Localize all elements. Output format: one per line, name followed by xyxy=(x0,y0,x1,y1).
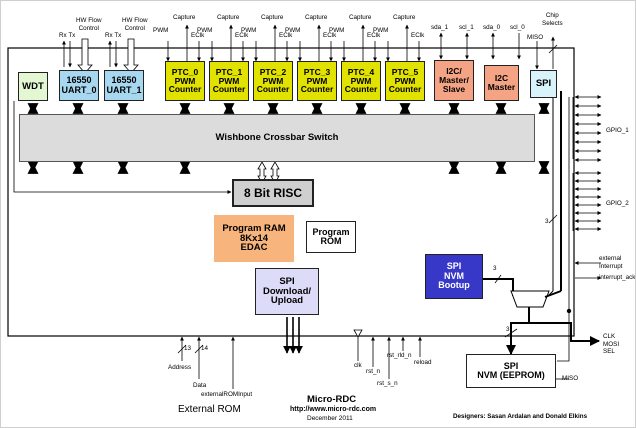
bus-width-label: 3 xyxy=(545,218,549,225)
uart0-hwflow-label: HW Flow Control xyxy=(76,17,102,32)
crossbar-risc-bus xyxy=(257,161,267,184)
mux-output-line xyxy=(506,307,530,355)
website-url: http://www.micro-rdc.com xyxy=(290,406,377,413)
uart-1-block: 16550 UART_1 xyxy=(104,70,144,101)
wdt-block: WDT xyxy=(18,72,48,101)
spi-miso-top-label: MISO xyxy=(527,34,544,41)
external-rom-input-label: externalROMInput xyxy=(201,391,253,398)
gpio2-label: GPIO_2 xyxy=(606,200,629,207)
gpio1-label: GPIO_1 xyxy=(606,127,629,134)
ptc0-pwm-label: PWM xyxy=(153,27,169,34)
ptc-pins xyxy=(166,24,421,62)
ptc3-capture-label: Capture xyxy=(305,14,328,21)
ptc-4-block: PTC_4 PWM Counter xyxy=(341,61,381,101)
i2c-master-slave-block: I2C/ Master/ Slave xyxy=(434,60,474,101)
designers-credit: Designers: Sasan Ardalan and Donald Elki… xyxy=(453,413,588,420)
mux-width-label: 3 xyxy=(506,326,510,333)
external-interrupt-label: external Interrupt xyxy=(599,255,623,270)
ptc5-capture-label: Capture xyxy=(393,14,416,21)
program-ram-block: Program RAM 8Kx14 EDAC xyxy=(214,215,294,262)
ptc5-eclk-label: EClk xyxy=(411,32,425,39)
miso-return-line xyxy=(557,97,570,362)
interrupt-ack-label: interrupt_ack xyxy=(599,274,636,281)
ptc3-pwm-label: PWM xyxy=(285,27,301,34)
ptc-3-block: PTC_3 PWM Counter xyxy=(297,61,337,101)
uart1-hwflow-bus xyxy=(123,38,139,74)
uart1-rxtx-label: Rx Tx xyxy=(105,32,122,39)
scl1-label: scl_1 xyxy=(459,24,474,31)
ptc2-eclk-label: EClk xyxy=(279,32,293,39)
ptc2-capture-label: Capture xyxy=(261,14,284,21)
ptc0-eclk-label: EClk xyxy=(191,32,205,39)
sda1-label: sda_1 xyxy=(431,24,449,31)
ptc4-pwm-label: PWM xyxy=(329,27,345,34)
uart-0-block: 16550 UART_0 xyxy=(59,70,99,101)
ptc-2-block: PTC_2 PWM Counter xyxy=(253,61,293,101)
spi-mux xyxy=(510,290,550,308)
ptc3-eclk-label: EClk xyxy=(323,32,337,39)
data-label: Data xyxy=(193,382,207,389)
gpio-arrows xyxy=(574,95,602,231)
spi-nvm-bootup-block: SPI NVM Bootup xyxy=(425,254,483,299)
ptc4-capture-label: Capture xyxy=(349,14,372,21)
peripheral-bus-arrows xyxy=(27,102,550,174)
external-rom-label: External ROM xyxy=(178,404,241,415)
data-width-label: 14 xyxy=(201,345,209,352)
ptc4-eclk-label: EClk xyxy=(367,32,381,39)
uart1-hwflow-label: HW Flow Control xyxy=(122,17,148,32)
nvm-boot-width-label: 3 xyxy=(493,265,497,272)
rst-rld-n-label: rst_rld_n xyxy=(387,352,412,359)
rst-n-label: rst_n xyxy=(366,368,380,375)
ptc-5-block: PTC_5 PWM Counter xyxy=(385,61,425,101)
chip-outline xyxy=(7,47,575,337)
address-width-label: 13 xyxy=(184,345,192,352)
spi-block: SPI xyxy=(530,70,557,98)
ptc1-capture-label: Capture xyxy=(217,14,240,21)
diagram-date: December 2011 xyxy=(307,415,353,422)
diagram-title: Micro-RDC xyxy=(307,394,357,405)
ptc5-pwm-label: PWM xyxy=(373,27,389,34)
eeprom-miso-label: MISO xyxy=(562,375,579,382)
chip-selects-label: Chip Selects xyxy=(542,12,563,27)
reload-label: reload xyxy=(414,359,432,366)
uart0-hwflow-bus xyxy=(77,38,93,74)
spi-download-upload-block: SPI Download/ Upload xyxy=(255,268,319,315)
address-label: Address xyxy=(168,364,192,371)
rst-s-n-label: rst_s_n xyxy=(377,380,398,387)
clk-label: clk xyxy=(354,362,362,369)
spi-nvm-eeprom-block: SPI NVM (EEPROM) xyxy=(466,354,556,388)
scl0-label: scl_0 xyxy=(510,24,525,31)
wishbone-crossbar-switch: Wishbone Crossbar Switch xyxy=(19,114,535,162)
ptc2-pwm-label: PWM xyxy=(241,27,257,34)
ptc-1-block: PTC_1 PWM Counter xyxy=(209,61,249,101)
sda0-label: sda_0 xyxy=(483,24,501,31)
program-rom-block: Program ROM xyxy=(306,221,356,253)
risc-cpu-block: 8 Bit RISC xyxy=(232,179,314,207)
ptc1-eclk-label: EClk xyxy=(235,32,249,39)
clk-mosi-sel-label: CLK MOSI SEL xyxy=(603,333,620,356)
wdt-risc-line xyxy=(13,101,232,194)
ptc0-capture-label: Capture xyxy=(173,14,196,21)
uart0-rxtx-label: Rx Tx xyxy=(59,32,76,39)
ptc-0-block: PTC_0 PWM Counter xyxy=(165,61,205,101)
i2c-master-block: I2C Master xyxy=(484,65,519,101)
ptc1-pwm-label: PWM xyxy=(197,27,213,34)
